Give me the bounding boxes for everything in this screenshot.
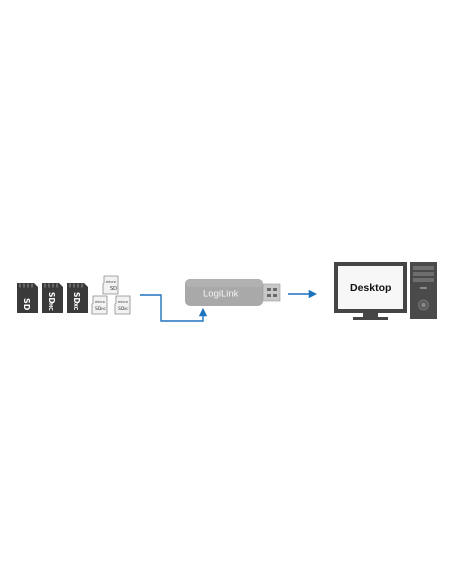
sd-card-icon: SD <box>17 283 38 313</box>
cards-to-reader-connector <box>140 294 208 322</box>
sdxc-label: XC <box>72 303 78 311</box>
sdxc-logo: SD <box>72 292 81 304</box>
sd-logo: SD <box>22 298 31 311</box>
memory-cards-group: SD SD HC SD XC micro SD <box>17 275 131 315</box>
sdxc-card-icon: SD XC <box>67 283 88 313</box>
micro-sdhc-label: HC <box>101 307 107 311</box>
micro-sdhc-logo: SD <box>95 306 102 312</box>
pc-tower-icon <box>410 262 437 319</box>
micro-sd-card-icon: micro SD <box>102 275 119 295</box>
monitor-icon: Desktop <box>334 262 407 320</box>
micro-sd-logo: SD <box>110 286 117 292</box>
desktop-computer: Desktop <box>334 262 437 320</box>
svg-text:micro: micro <box>118 300 128 304</box>
svg-text:micro: micro <box>106 280 116 284</box>
sdhc-card-icon: SD HC <box>42 283 63 313</box>
micro-sdxc-card-icon: micro SD XC <box>114 295 131 315</box>
sdhc-logo: SD <box>47 292 56 304</box>
monitor-screen-label: Desktop <box>350 282 391 294</box>
usb-plug-icon <box>262 283 281 302</box>
svg-text:micro: micro <box>95 300 105 304</box>
micro-sdxc-label: XC <box>124 307 129 311</box>
micro-sdhc-card-icon: micro SD HC <box>91 295 108 315</box>
micro-sdxc-logo: SD <box>118 306 125 312</box>
sdhc-label: HC <box>47 303 53 311</box>
reader-brand-label: LogiLink <box>203 289 239 300</box>
usb-card-reader: LogiLink <box>185 279 281 306</box>
